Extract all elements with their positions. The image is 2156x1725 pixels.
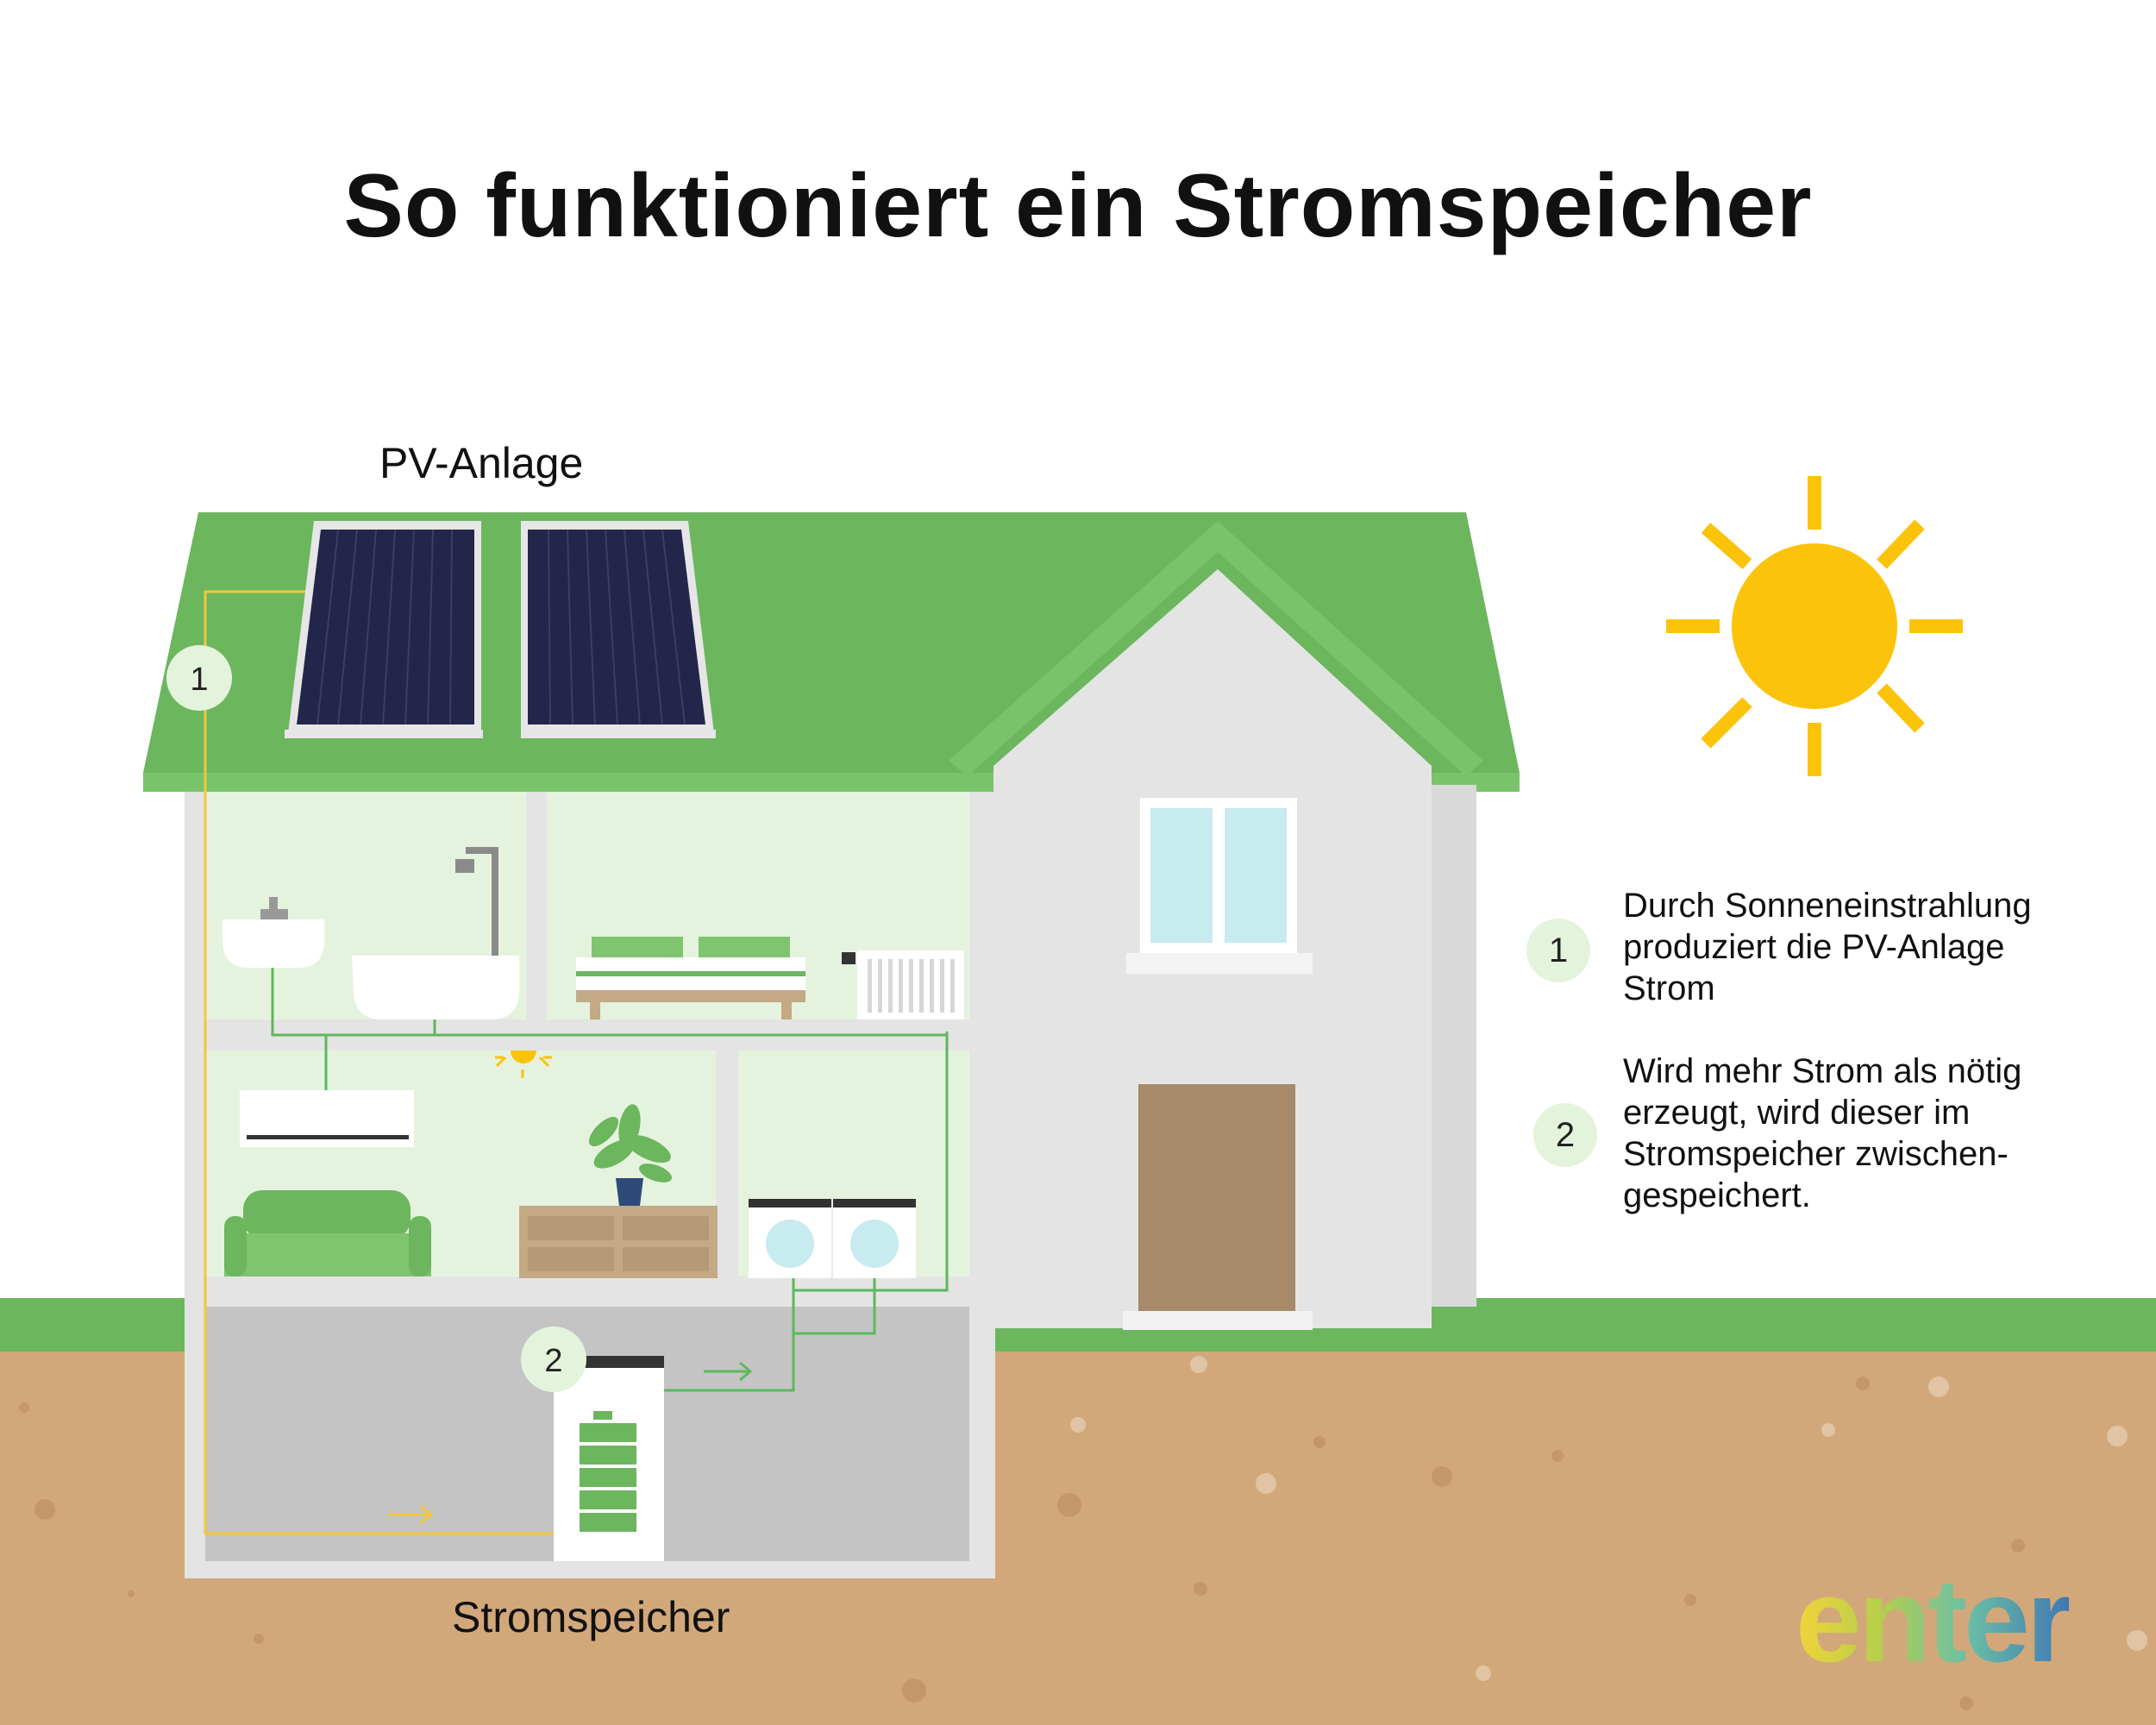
battery-terminal	[593, 1411, 612, 1420]
marker-2-circle	[521, 1327, 586, 1392]
radiator-fins	[868, 959, 955, 1013]
sun-icon	[1666, 476, 1963, 776]
solar-panel-2-cells	[528, 530, 705, 724]
plant-pot	[616, 1178, 643, 1206]
shower-arm	[466, 847, 498, 854]
bed-leg-left	[590, 1000, 600, 1019]
solar-panel-gridlines	[317, 529, 686, 725]
shower-head	[455, 859, 474, 873]
gable-window-sill	[1126, 953, 1313, 974]
storage-label: Stromspeicher	[452, 1593, 730, 1641]
bed-stripe	[576, 971, 805, 976]
bed-pillow-2	[699, 937, 790, 961]
marker-2-label: 2	[544, 1343, 562, 1379]
pv-system-label: PV-Anlage	[379, 439, 584, 487]
gable-window-right	[1225, 808, 1287, 943]
solar-panel-2-base	[521, 730, 716, 738]
battery-cells	[580, 1423, 636, 1532]
radiator-valve	[842, 952, 856, 964]
sofa-back	[243, 1190, 411, 1239]
sofa-seat	[224, 1233, 431, 1276]
legend-badge-2: 2	[1533, 1103, 1597, 1167]
enter-logo: enter	[1796, 1552, 2072, 1690]
household-flow-line	[271, 968, 949, 1392]
legend-text-1: Durch Sonneneinstrahlung produziert die …	[1623, 887, 2032, 1007]
washing-machine-1-top	[749, 1199, 831, 1208]
solar-panel-1-base	[285, 730, 483, 738]
dresser-drawers	[528, 1216, 709, 1271]
bed-pillow-1	[592, 937, 683, 961]
soil-stones-light	[1070, 1356, 2147, 1681]
soil-stones	[19, 1377, 2025, 1710]
bed-frame	[576, 990, 805, 1002]
legend-text-2: Wird mehr Strom als nötig erzeugt, wird …	[1623, 1052, 2022, 1214]
bathtub	[352, 956, 519, 1019]
solar-flow-line	[204, 590, 554, 1535]
sink-faucet-base	[260, 909, 288, 919]
washing-machine-1-door	[766, 1220, 814, 1268]
marker-1-label: 1	[190, 662, 208, 698]
bed-leg-right	[781, 1000, 792, 1019]
air-conditioner-vent	[247, 1135, 409, 1139]
door-step	[1123, 1311, 1313, 1330]
shower-pipe	[492, 847, 498, 957]
side-wall	[1432, 785, 1476, 1307]
plant-leaves	[588, 1104, 673, 1182]
legend-badge-1: 1	[1526, 919, 1590, 982]
marker-1-circle	[166, 645, 232, 711]
sink-faucet	[269, 897, 278, 918]
sofa-arm-left	[224, 1216, 247, 1276]
ceiling-lamp	[511, 1051, 536, 1063]
page-title: So funktioniert ein Stromspeicher	[343, 156, 1813, 256]
door	[1138, 1084, 1295, 1311]
washing-machine-2-top	[833, 1199, 916, 1208]
washing-machine-2-door	[850, 1220, 899, 1268]
sofa-arm-right	[409, 1216, 431, 1276]
ceiling-lamp-rays	[495, 1056, 552, 1078]
gable-window-left	[1150, 808, 1213, 943]
sink	[222, 919, 324, 968]
